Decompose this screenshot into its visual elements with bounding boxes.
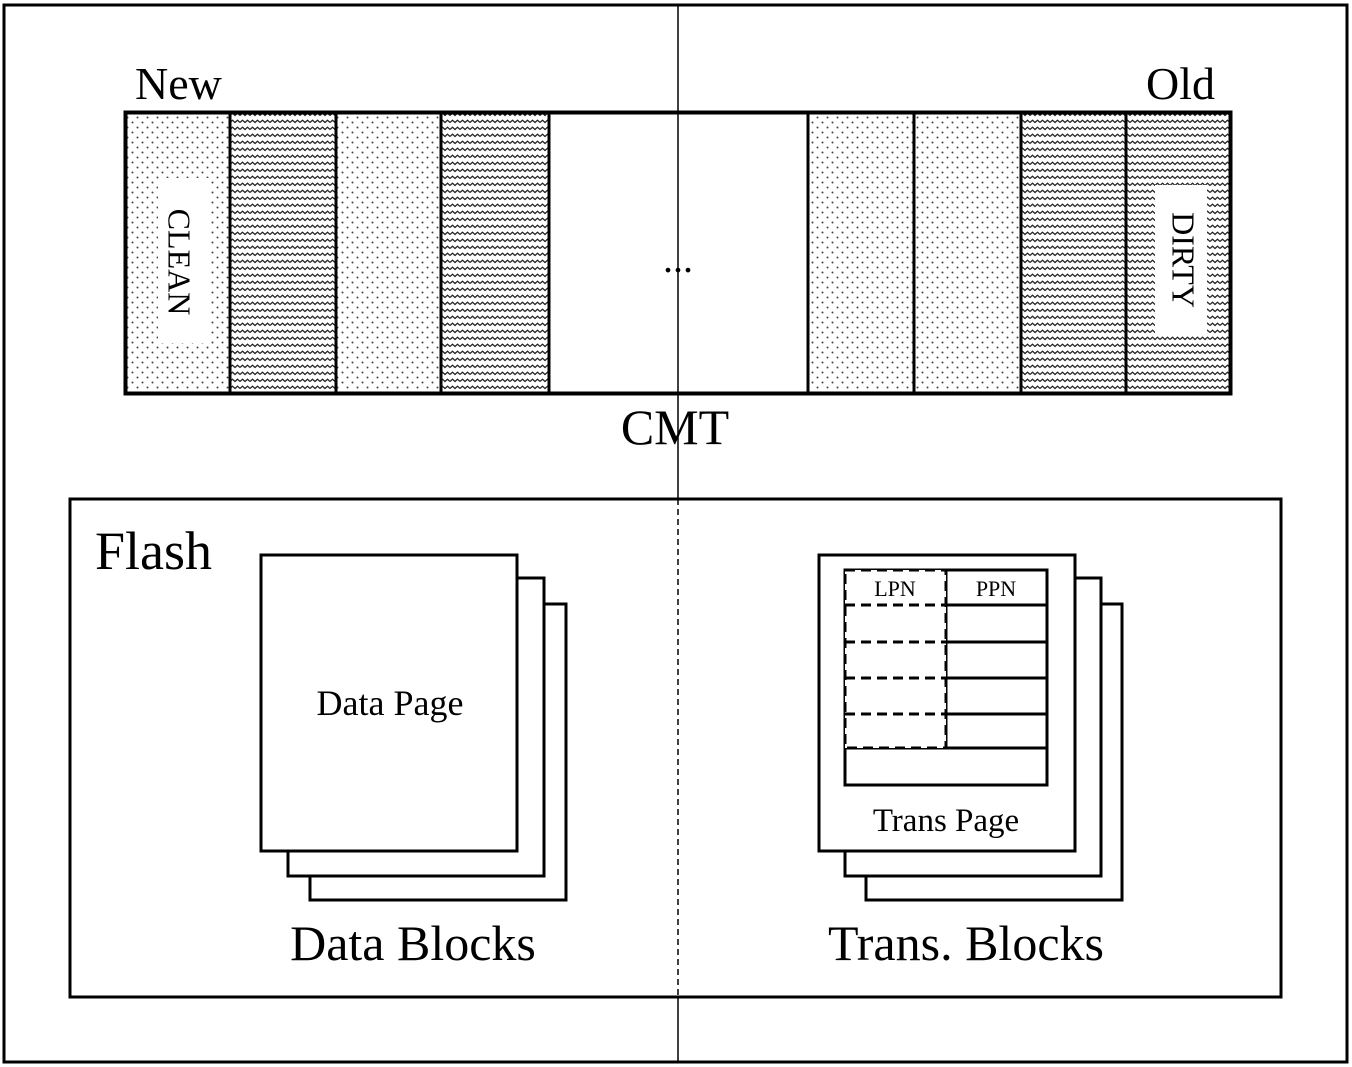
lpn-header: LPN [874,576,916,601]
trans-blocks-stack: LPN PPN Trans Page [817,553,1124,902]
flash-frame [68,497,1283,999]
data-blocks-stack: Data Page [259,553,568,902]
cmt-slot-clean [334,111,443,395]
cmt-slot-clean [912,111,1023,395]
cmt-slot-dirty [228,111,338,395]
trans-blocks-label: Trans. Blocks [828,915,1104,971]
cmt-label: CMT [621,399,729,455]
ppn-header: PPN [976,576,1016,601]
cmt-slot-dirty [1019,111,1128,395]
cmt-slot-clean [806,111,916,395]
dirty-label: DIRTY [1166,212,1202,308]
data-page-label: Data Page [317,683,464,723]
cmt-slot-dirty [439,111,551,395]
data-blocks-label: Data Blocks [290,915,536,971]
dirty-label-box [1155,185,1207,335]
clean-label: CLEAN [162,209,198,316]
flash-label: Flash [95,521,212,581]
new-label: New [135,58,223,109]
data-page [259,553,519,853]
outer-frame [2,3,1349,1064]
old-label: Old [1146,58,1215,109]
mapping-table: LPN PPN [843,568,1049,787]
lpn-column-dashed [843,568,948,750]
trans-page-label: Trans Page [873,803,1019,839]
clean-label-box [158,178,210,343]
